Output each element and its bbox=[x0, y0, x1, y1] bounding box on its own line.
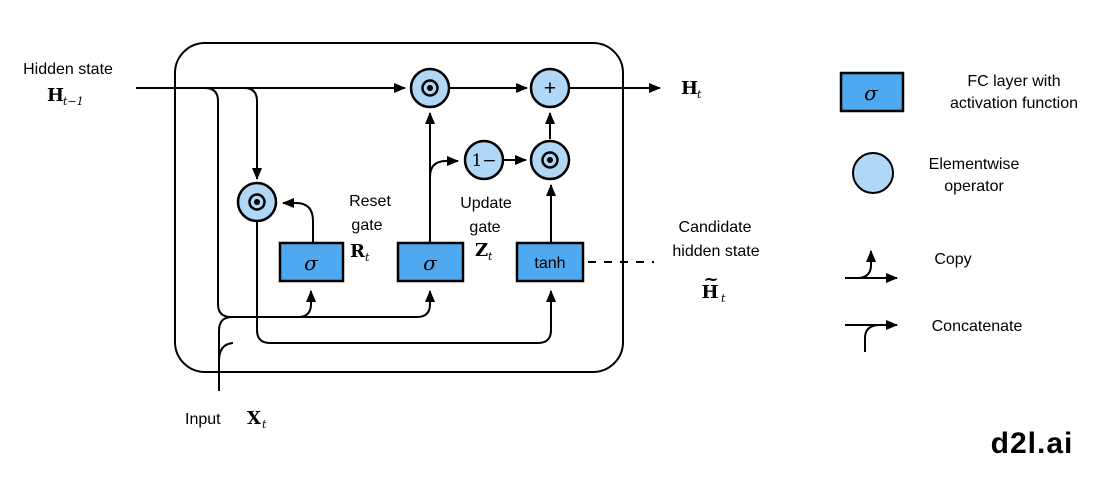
update-gate-math: Z bbox=[475, 240, 488, 261]
legend-concatenate-label: Concatenate bbox=[932, 318, 1023, 335]
update-gate-label-1: Update bbox=[460, 195, 512, 212]
d2l-watermark: d2l.ai bbox=[991, 427, 1074, 460]
one-minus-node-label: 1− bbox=[471, 151, 496, 171]
reset-gate-label-2: gate bbox=[351, 217, 382, 234]
input-math-sub: t bbox=[262, 418, 267, 431]
reset-gate-math: R bbox=[350, 241, 366, 262]
reset-gate-label-1: Reset bbox=[349, 193, 391, 210]
tanh-box bbox=[515, 241, 585, 283]
tanh-label: tanh bbox=[534, 255, 565, 272]
elementwise-product-reset-icon bbox=[236, 181, 278, 223]
reset-sigma-label: σ bbox=[304, 251, 319, 275]
input-math: X bbox=[247, 408, 261, 429]
update-gate-label-2: gate bbox=[469, 219, 500, 236]
one-minus-node-icon bbox=[463, 139, 505, 181]
legend-fc-label-1: FC layer with bbox=[967, 73, 1060, 90]
elementwise-product-top-icon bbox=[409, 67, 451, 109]
reset-product-to-tanh-line bbox=[256, 221, 556, 344]
candidate-math-tilde: ~ bbox=[703, 269, 718, 290]
diagram-labels: Hidden state H t−1 Input X t H t Reset g… bbox=[23, 61, 760, 431]
input-label: Input bbox=[185, 411, 221, 428]
fc-boxes bbox=[278, 241, 585, 283]
output-math: H bbox=[681, 78, 698, 99]
hidden-state-math: H bbox=[47, 85, 64, 106]
legend: σ FC layer with activation function Elem… bbox=[839, 71, 1078, 352]
candidate-label-1: Candidate bbox=[679, 219, 752, 236]
update-sigma-box bbox=[396, 241, 465, 283]
legend-fc-label-2: activation function bbox=[950, 95, 1078, 112]
update-gate-math-sub: t bbox=[488, 250, 493, 263]
elementwise-product-mid-icon bbox=[529, 139, 571, 181]
candidate-label-2: hidden state bbox=[672, 243, 759, 260]
branch-to-reset-sigma-line bbox=[297, 290, 316, 318]
legend-copy-symbol-icon bbox=[845, 250, 898, 283]
legend-elementwise-label-2: operator bbox=[944, 178, 1004, 195]
hidden-branch-to-gates-line bbox=[204, 87, 435, 318]
reset-sigma-output-line bbox=[282, 198, 314, 243]
update-branch-to-one-minus-line bbox=[429, 156, 459, 178]
legend-concatenate-symbol-icon bbox=[845, 320, 898, 352]
operator-nodes bbox=[236, 67, 571, 223]
reset-sigma-box bbox=[278, 241, 345, 283]
legend-elementwise-circle-icon bbox=[852, 152, 894, 194]
add-node-label: + bbox=[544, 77, 556, 100]
input-line bbox=[218, 316, 233, 391]
legend-copy-label: Copy bbox=[934, 251, 971, 268]
hidden-state-math-sub: t−1 bbox=[63, 95, 84, 108]
candidate-math: H bbox=[701, 282, 718, 303]
add-node-icon bbox=[529, 67, 571, 109]
wires bbox=[136, 83, 661, 391]
legend-fc-sigma: σ bbox=[864, 81, 879, 105]
output-math-sub: t bbox=[697, 88, 702, 101]
reset-gate-math-sub: t bbox=[365, 251, 370, 264]
legend-elementwise-label-1: Elementwise bbox=[929, 156, 1020, 173]
legend-fc-box-icon bbox=[839, 71, 905, 113]
hidden-state-label: Hidden state bbox=[23, 61, 113, 78]
update-sigma-label: σ bbox=[423, 251, 438, 275]
hidden-branch-to-reset-product-line bbox=[243, 87, 262, 180]
candidate-math-sub: t bbox=[721, 292, 726, 305]
gru-cell-boundary bbox=[174, 42, 624, 373]
input-branch-to-tanh-line bbox=[218, 342, 234, 362]
